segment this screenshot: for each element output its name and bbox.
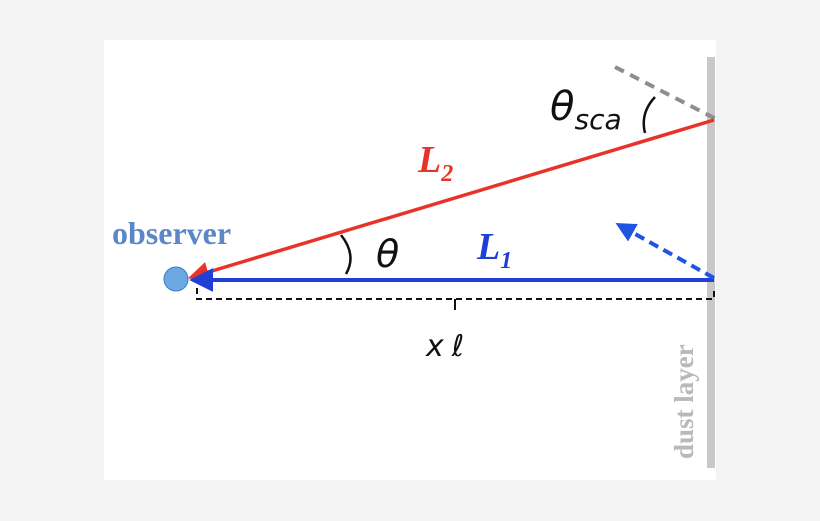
observer-dot (163, 266, 189, 292)
scattered-direction-dashed-arrow (615, 223, 715, 280)
distance-bracket (196, 288, 715, 300)
ray-l2 (187, 118, 715, 283)
observer-label: observer (112, 215, 231, 251)
dust-layer-label: dust layer (669, 344, 699, 459)
theta-sca-label: θsca (550, 84, 622, 136)
l1-label: L1 (476, 226, 512, 274)
diagram-panel (104, 40, 716, 480)
theta-angle-arc (340, 234, 352, 275)
theta-label: θ (376, 232, 399, 276)
theta-sca-angle-arc (642, 96, 656, 134)
l2-label: L2 (417, 139, 453, 187)
scattering-normal-dashed-line (614, 65, 717, 121)
dust-layer-bar (707, 57, 715, 468)
